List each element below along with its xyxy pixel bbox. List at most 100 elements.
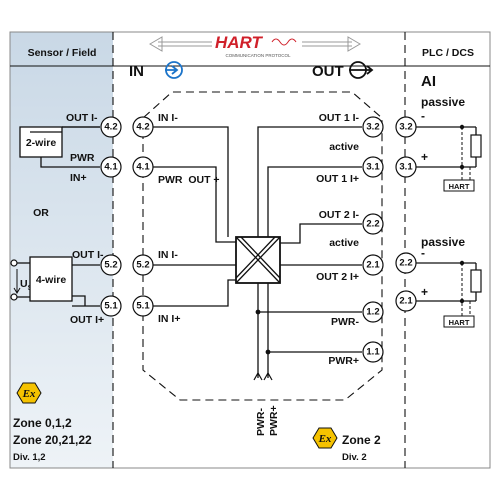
field-zone-line2: Zone 20,21,22 — [13, 433, 92, 447]
field-zone-title: Sensor / Field — [28, 47, 97, 59]
output-label-3-2: OUT 1 I- — [319, 112, 360, 124]
input-label-4-2: IN I- — [158, 112, 178, 124]
module-output-2-1: 2.1 — [362, 254, 384, 276]
svg-text:3.2: 3.2 — [366, 122, 379, 133]
plc-terminal-2-1: 2.1 — [395, 290, 417, 312]
plc-plus-sign-2: + — [421, 285, 428, 299]
ai-label: AI — [421, 73, 436, 90]
out-arrow-shape — [349, 65, 374, 75]
output-label-1-1: PWR+ — [328, 355, 359, 367]
field-zone-line1: Zone 0,1,2 — [13, 416, 72, 430]
hart-tag-2: HART — [449, 318, 470, 327]
module-housing-outline — [142, 91, 383, 401]
svg-text:3.2: 3.2 — [399, 122, 412, 133]
module-input-4-2: 4.2 — [132, 116, 154, 138]
pwr-plus-vertical-label: PWR+ — [268, 405, 280, 436]
module-output-1-2: 1.2 — [362, 301, 384, 323]
pwr-minus-vertical-label: PWR- — [255, 408, 267, 436]
plc-terminal-3-1: 3.1 — [395, 156, 417, 178]
wire-pwr-minus — [257, 283, 362, 313]
four-wire-out-plus-label: OUT I+ — [70, 314, 104, 326]
out-label: OUT — [312, 63, 344, 80]
svg-text:3.1: 3.1 — [399, 162, 413, 173]
four-wire-label: 4-wire — [36, 274, 67, 286]
supply-terminal-top — [10, 259, 18, 267]
module-input-4-1: 4.1 — [132, 156, 154, 178]
input-label-5-2: IN I- — [158, 249, 178, 261]
module-zone-label: Zone 2 — [342, 433, 381, 447]
ex-hazard-icon-field: Ex — [16, 382, 42, 404]
wire-out-3-1 — [267, 166, 362, 237]
plc-plus-sign-1: + — [421, 150, 428, 164]
plc-zone-title: PLC / DCS — [422, 47, 474, 59]
wire-in-5-1 — [153, 279, 236, 307]
plc-terminal-2-2: 2.2 — [395, 252, 417, 274]
module-input-5-1: 5.1 — [132, 295, 154, 317]
svg-text:4.1: 4.1 — [104, 162, 118, 173]
svg-text:5.1: 5.1 — [104, 301, 118, 312]
passive-label-1: passive — [421, 95, 465, 109]
four-wire-sensor-box — [29, 256, 73, 302]
plc-minus-sign-2: - — [421, 246, 425, 260]
svg-text:2.2: 2.2 — [366, 219, 379, 230]
svg-text:3.1: 3.1 — [366, 162, 380, 173]
or-label: OR — [33, 207, 49, 219]
hart-subtitle: COMMUNICATION PROTOCOL — [225, 53, 291, 58]
in-label: IN — [129, 63, 144, 80]
input-label-4-1: PWR OUT + — [158, 174, 220, 186]
module-output-3-1: 3.1 — [362, 156, 384, 178]
output-label-2-1: OUT 2 I+ — [316, 271, 359, 283]
power-input-arrows-icon — [253, 371, 273, 381]
svg-text:2.2: 2.2 — [399, 258, 412, 269]
two-wire-label: 2-wire — [26, 137, 57, 149]
hart-tag-1: HART — [449, 182, 470, 191]
wire-out-3-2 — [257, 126, 362, 237]
plc-resistor-1 — [470, 134, 482, 158]
svg-text:2.1: 2.1 — [366, 260, 380, 271]
ex-hazard-icon-module: Ex — [312, 427, 338, 449]
plc-terminal-3-2: 3.2 — [395, 116, 417, 138]
plc-channel-2-circuit — [416, 260, 482, 328]
plc-resistor-2 — [470, 269, 482, 293]
field-terminal-5-1: 5.1 — [100, 295, 122, 317]
plc-minus-sign-1: - — [421, 109, 425, 123]
module-division: Div. 2 — [342, 452, 367, 463]
input-label-5-1: IN I+ — [158, 313, 180, 325]
four-wire-out-minus-label: OUT I- — [72, 249, 104, 261]
svg-text:5.2: 5.2 — [136, 260, 149, 271]
active-label-1: active — [329, 141, 359, 153]
isolator-block — [235, 236, 281, 284]
active-label-2: active — [329, 237, 359, 249]
wire-in-4-1 — [153, 166, 236, 243]
passive-label-2: passive — [421, 235, 465, 249]
field-terminal-4-1: 4.1 — [100, 156, 122, 178]
two-wire-out-label: OUT I- — [66, 112, 98, 124]
in-arrow-shape — [165, 65, 179, 75]
svg-text:Ex: Ex — [318, 433, 332, 445]
plc-channel-1-circuit — [416, 124, 482, 192]
svg-text:5.2: 5.2 — [104, 260, 117, 271]
outer-frame — [9, 31, 491, 469]
module-output-1-1: 1.1 — [362, 341, 384, 363]
module-output-2-2: 2.2 — [362, 213, 384, 235]
wire-in-4-2 — [153, 126, 229, 237]
svg-text:2.1: 2.1 — [399, 296, 413, 307]
module-input-5-2: 5.2 — [132, 254, 154, 276]
two-wire-pwr-label: PWR — [70, 152, 95, 164]
output-label-2-2: OUT 2 I- — [319, 209, 360, 221]
module-output-3-2: 3.2 — [362, 116, 384, 138]
svg-text:1.2: 1.2 — [366, 307, 379, 318]
field-terminal-5-2: 5.2 — [100, 254, 122, 276]
hart-logo: HART — [215, 33, 264, 52]
field-terminal-4-2: 4.2 — [100, 116, 122, 138]
svg-text:4.2: 4.2 — [136, 122, 149, 133]
hart-bidirectional-arrow — [149, 36, 361, 52]
wire-out-2-2 — [280, 223, 362, 244]
field-division: Div. 1,2 — [13, 452, 46, 463]
svg-text:1.1: 1.1 — [366, 347, 380, 358]
svg-text:4.2: 4.2 — [104, 122, 117, 133]
two-wire-in-label: IN+ — [70, 172, 87, 184]
output-label-3-1: OUT 1 I+ — [316, 173, 359, 185]
